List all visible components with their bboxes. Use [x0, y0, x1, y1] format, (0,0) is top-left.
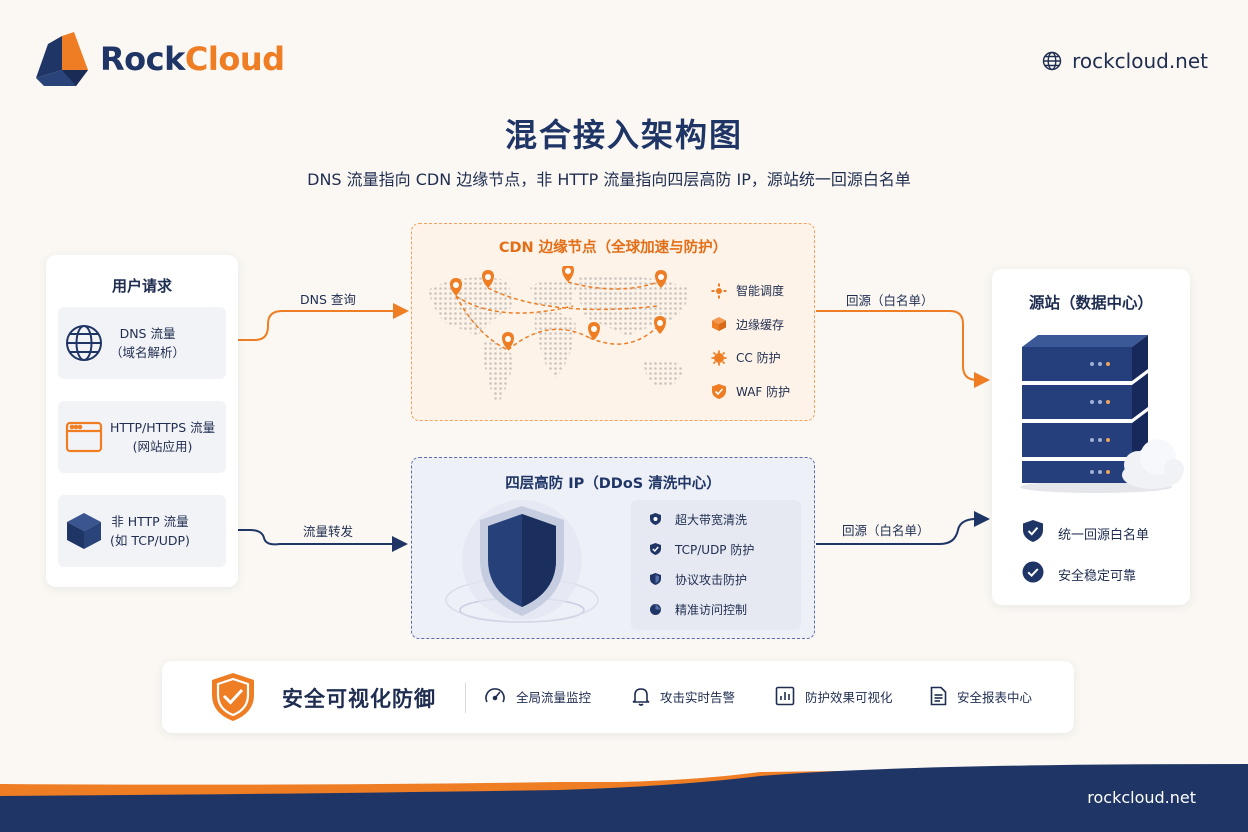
cdn-feature-label: 边缘缓存: [736, 317, 785, 332]
cdn-feature-label: WAF 防护: [736, 384, 791, 399]
cdn-feature-waf: WAF 防护: [710, 375, 804, 409]
site-url: rockcloud.net: [1072, 49, 1208, 73]
edge-label-traffic-forward: 流量转发: [303, 524, 354, 539]
report-doc-icon: [930, 686, 947, 706]
check-shield-icon: [649, 543, 661, 555]
globe-icon: [66, 325, 102, 361]
cc-protection-icon: [711, 350, 727, 366]
scheduling-icon: [711, 283, 727, 299]
edge-label-origin-ddos: 回源（白名单）: [842, 523, 930, 538]
security-bar-title: 安全可视化防御: [282, 687, 436, 711]
edge-label-dns-query: DNS 查询: [300, 292, 356, 307]
user-card-http[interactable]: HTTP/HTTPS 流量 (网站应用): [58, 401, 226, 473]
cube-icon: [67, 513, 101, 549]
logo-mark-icon: [36, 32, 88, 86]
cdn-origin-connector: [816, 310, 990, 388]
ddos-feature-list: 超大带宽清洗 TCP/UDP 防护 协议攻击防护 精准访问控制: [631, 500, 801, 630]
orange-shield-check-icon: [212, 673, 254, 721]
bell-icon: [632, 688, 650, 706]
world-map-illustration: [428, 266, 689, 404]
origin-panel-title: 源站（数据中心）: [1028, 294, 1153, 312]
globe-icon: [1042, 51, 1062, 71]
footer-site: rockcloud.net: [1087, 788, 1196, 807]
cdn-feature-list: 智能调度 边缘缓存 CC 防护 WAF 防护: [710, 274, 804, 408]
sec-item-attack-alert[interactable]: 攻击实时告警: [632, 686, 735, 706]
cloud-icon: [1122, 439, 1184, 489]
origin-server-panel: 源站（数据中心）: [992, 269, 1190, 605]
ddos-feature-protocol: 协议攻击防护: [647, 564, 801, 594]
brand-name-part1: Rock: [100, 40, 185, 78]
ddos-feature-label: 超大带宽清洗: [675, 512, 748, 527]
ddos-origin-connector: [816, 511, 990, 545]
cdn-feature-cc: CC 防护: [710, 341, 804, 375]
edge-label-origin-cdn: 回源（白名单）: [846, 293, 934, 308]
ddos-feature-tcpudp: TCP/UDP 防护: [647, 534, 801, 564]
user-card-http-line1: HTTP/HTTPS 流量: [110, 420, 216, 435]
ddos-feature-bandwidth: 超大带宽清洗: [647, 504, 801, 534]
waf-shield-icon: [712, 383, 726, 399]
origin-feature-reliable: 安全稳定可靠: [1022, 561, 1136, 587]
server-rack-icon: [1020, 335, 1184, 493]
browser-window-icon: [65, 421, 103, 453]
check-circle-icon: [1022, 561, 1044, 583]
cdn-title: CDN 边缘节点（全球加速与防护）: [498, 240, 728, 256]
protocol-shield-icon: [649, 573, 661, 585]
cdn-feature-cache: 边缘缓存: [710, 308, 804, 342]
cdn-node-pins: [450, 266, 667, 350]
sec-item-label: 攻击实时告警: [660, 689, 736, 705]
cache-box-icon: [712, 317, 726, 332]
security-bar-divider: [465, 683, 466, 713]
footer-wave: [0, 764, 1248, 832]
user-panel-title: 用户请求: [111, 277, 172, 295]
access-control-icon: [649, 603, 661, 615]
sec-item-label: 防护效果可视化: [805, 689, 893, 705]
forward-connector: [236, 529, 408, 552]
cdn-edge-node-box: CDN 边缘节点（全球加速与防护）: [411, 223, 815, 421]
cdn-feature-label: 智能调度: [736, 284, 785, 299]
user-request-panel: 用户请求 DNS 流量 （域名解析） HTTP/HTTPS 流量 (网站应用) 非 …: [46, 255, 238, 587]
ddos-title: 四层高防 IP（DDoS 清洗中心）: [505, 476, 721, 492]
ddos-high-defense-box: 四层高防 IP（DDoS 清洗中心） 超大带宽清洗 TCP/UDP 防护 协议攻…: [411, 457, 815, 639]
ddos-feature-label: 协议攻击防护: [675, 572, 748, 587]
sec-item-effect-visual[interactable]: 防护效果可视化: [775, 686, 893, 706]
monitor-gauge-icon: [485, 688, 505, 703]
user-card-dns[interactable]: DNS 流量 （域名解析）: [58, 307, 226, 379]
shield-check-icon: [1023, 520, 1043, 542]
dns-query-connector: [236, 303, 409, 341]
origin-feature-label: 统一回源白名单: [1058, 527, 1150, 543]
cdn-feature-scheduling: 智能调度: [710, 274, 804, 308]
user-card-non-http[interactable]: 非 HTTP 流量 (如 TCP/UDP): [58, 495, 226, 567]
ddos-feature-label: TCP/UDP 防护: [675, 542, 755, 557]
cdn-feature-label: CC 防护: [736, 351, 781, 366]
sec-item-security-report[interactable]: 安全报表中心: [930, 686, 1032, 706]
big-shield-icon: [445, 500, 599, 623]
user-card-dns-line2: （域名解析）: [110, 345, 186, 360]
user-card-nonhttp-line2: (如 TCP/UDP): [110, 533, 190, 548]
user-card-dns-line1: DNS 流量: [119, 326, 176, 341]
chart-board-icon: [775, 686, 795, 706]
brand-logo: RockCloud: [32, 30, 285, 88]
origin-feature-whitelist: 统一回源白名单: [1022, 519, 1149, 547]
ddos-feature-access: 精准访问控制: [647, 594, 801, 624]
origin-feature-label: 安全稳定可靠: [1058, 568, 1137, 584]
page-title: 混合接入架构图: [504, 116, 743, 154]
security-visualization-bar: 安全可视化防御 全局流量监控 攻击实时告警 防护效果可视化 安全报表中心: [162, 661, 1074, 733]
sec-item-traffic-monitor[interactable]: 全局流量监控: [484, 686, 591, 706]
site-link[interactable]: rockcloud.net: [1042, 49, 1208, 73]
user-card-http-line2: (网站应用): [132, 439, 193, 454]
sec-item-label: 安全报表中心: [957, 689, 1033, 705]
brand-name-part2: Cloud: [184, 40, 285, 78]
page-subtitle: DNS 流量指向 CDN 边缘节点，非 HTTP 流量指向四层高防 IP，源站统…: [307, 170, 911, 189]
ddos-feature-label: 精准访问控制: [675, 602, 748, 617]
bandwidth-shield-icon: [649, 513, 661, 525]
user-card-nonhttp-line1: 非 HTTP 流量: [111, 514, 189, 529]
sec-item-label: 全局流量监控: [516, 689, 592, 705]
